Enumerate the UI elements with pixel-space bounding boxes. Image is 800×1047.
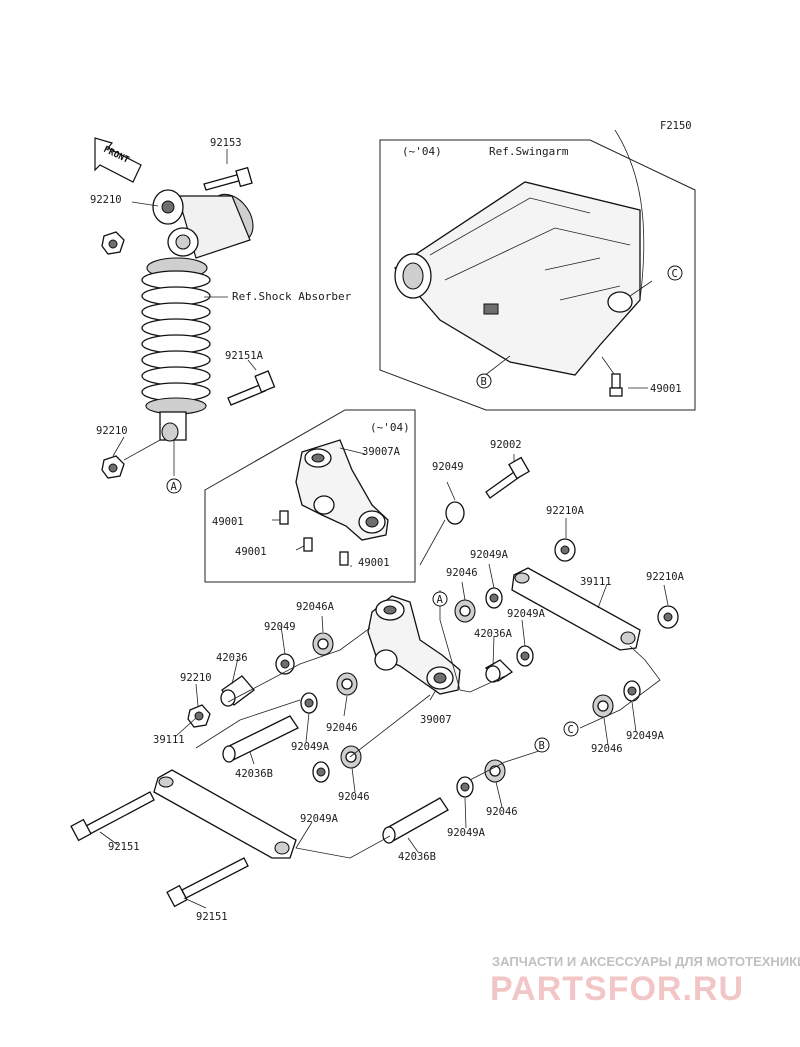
sleeve-42036 (220, 675, 255, 707)
svg-text:C: C (568, 724, 574, 736)
label-92049-top: 92049 (432, 461, 464, 473)
nut-92210-bottom (101, 455, 125, 479)
label-49001-c: 49001 (358, 557, 390, 569)
label-49001-a: 49001 (212, 516, 244, 528)
label-92049A-b: 92049A (507, 608, 546, 620)
bearing-92046-d (592, 694, 614, 718)
collar-92210A-a (554, 538, 576, 562)
watermark-logo: PARTSFOR.RU (490, 970, 744, 1008)
rocker-39007 (367, 595, 461, 695)
collar-92210A-b (657, 605, 679, 629)
label-92151-a: 92151 (108, 841, 140, 853)
bolt-92151A (227, 370, 276, 406)
label-92046-c: 92046 (338, 791, 370, 803)
svg-text:A: A (171, 481, 178, 493)
washer-92049A-f (456, 776, 474, 798)
label-92153: 92153 (210, 137, 242, 149)
leader-lines (99, 149, 669, 909)
svg-text:B: B (539, 740, 545, 752)
nut-92210-top (101, 231, 125, 255)
svg-text:C: C (672, 268, 678, 280)
callout-B-link: B (534, 737, 550, 753)
washer-92049-top (445, 501, 465, 525)
svg-text:B: B (481, 376, 487, 388)
label-42036: 42036 (216, 652, 248, 664)
label-92049A-e: 92049A (626, 730, 665, 742)
swingarm-year-note: (~'04) (402, 145, 442, 158)
tie-rod-39111-left (153, 769, 297, 859)
ref-shock-absorber: Ref.Shock Absorber (232, 290, 352, 303)
label-92049A-d: 92049A (300, 813, 339, 825)
bolt-92151-a (70, 791, 155, 842)
rocker-inset (204, 409, 416, 583)
label-49001-b: 49001 (235, 546, 267, 558)
bearing-92046-b (336, 672, 358, 696)
bolt-92153 (203, 166, 253, 191)
figure-code: F2150 (660, 120, 692, 132)
label-92210-bottom: 92210 (96, 425, 128, 437)
label-39007: 39007 (420, 714, 452, 726)
swingarm-inset (379, 129, 696, 411)
shock-absorber (141, 189, 254, 442)
label-92046-a: 92046 (446, 567, 478, 579)
washer-92049A-a (485, 587, 503, 609)
washer-92049A-e (623, 680, 641, 702)
tie-rod-39111-right (511, 567, 641, 651)
bolt-92002 (485, 456, 530, 499)
label-39111-right: 39111 (580, 576, 612, 588)
label-92151A: 92151A (225, 350, 264, 362)
sleeve-42036B-a (222, 715, 299, 763)
label-42036B-a: 42036B (235, 768, 273, 780)
callout-C-swingarm: C (667, 265, 683, 281)
washer-92049A-d (312, 761, 330, 783)
label-49001-swingarm: 49001 (650, 383, 682, 395)
callout-C-link: C (563, 721, 579, 737)
ref-swingarm: Ref.Swingarm (489, 145, 569, 158)
callout-A-shock: A (166, 478, 182, 494)
label-92049-left: 92049 (264, 621, 296, 633)
washer-92049A-c (300, 692, 318, 714)
rocker-year-note: (~'04) (370, 421, 410, 434)
label-92049A-f: 92049A (447, 827, 486, 839)
label-39111-left: 39111 (153, 734, 185, 746)
label-92002: 92002 (490, 439, 522, 451)
bearing-92046-a (454, 599, 476, 623)
sleeve-42036B-b (382, 797, 449, 844)
label-92210-top: 92210 (90, 194, 122, 206)
label-42036B-b: 42036B (398, 851, 436, 863)
washer-92049-left (275, 653, 295, 675)
label-92151-b: 92151 (196, 911, 228, 923)
bearing-92046A (312, 632, 334, 656)
label-92049A-c: 92049A (291, 741, 330, 753)
callout-A-link: A (432, 591, 448, 607)
label-39007A: 39007A (362, 446, 401, 458)
front-arrow-icon: FRONT (94, 137, 142, 183)
label-92046-e: 92046 (486, 806, 518, 818)
nut-92210-left (187, 704, 211, 728)
label-92210A-b: 92210A (646, 571, 685, 583)
watermark-tagline: ЗАПЧАСТИ И АКСЕССУАРЫ ДЛЯ МОТОТЕХНИКИ (492, 954, 800, 969)
label-42036A: 42036A (474, 628, 513, 640)
bearing-92046-c (340, 745, 362, 769)
bolt-92151-b (166, 857, 249, 908)
label-92210-left: 92210 (180, 672, 212, 684)
svg-text:A: A (437, 594, 444, 606)
label-92046A: 92046A (296, 601, 335, 613)
label-92210A-a: 92210A (546, 505, 585, 517)
label-92049A-a: 92049A (470, 549, 509, 561)
label-92046-d: 92046 (591, 743, 623, 755)
label-92046-b: 92046 (326, 722, 358, 734)
washer-92049A-b (516, 645, 534, 667)
callout-B-swingarm: B (476, 373, 492, 389)
